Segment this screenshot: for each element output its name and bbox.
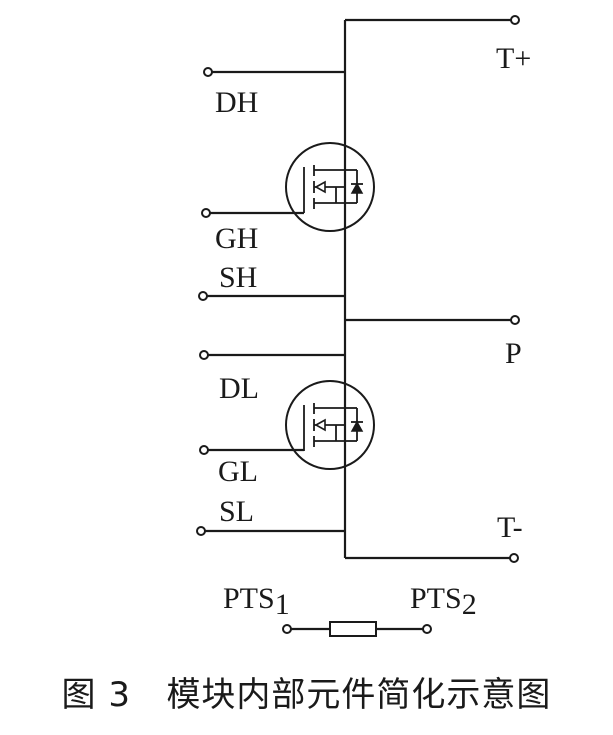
t-minus-label: T- [497,511,523,544]
t-minus-terminal [509,553,519,563]
sh-label: SH [219,261,257,294]
p-terminal [510,315,520,325]
upper-mosfet-ring [285,142,375,232]
figure-title: 模块内部元件简化示意图 [166,675,552,715]
upper-channel-arrow [314,180,326,194]
gh-label: GH [215,222,258,255]
t-plus-terminal [510,15,520,25]
lower-mosfet-ring [285,380,375,470]
sh-terminal [198,291,208,301]
lower-body-diode [350,420,364,432]
p-label: P [505,337,522,370]
upper-mosfet [285,142,375,232]
figure-caption: 图 3 模块内部元件简化示意图 [0,670,613,720]
lower-channel-arrow [314,418,326,432]
dl-terminal [199,350,209,360]
gh-terminal [201,208,211,218]
pts2-label: PTS2 [410,582,477,621]
gl-terminal [199,445,209,455]
t-plus-label: T+ [496,42,531,75]
lower-mosfet [285,380,375,470]
dl-label: DL [219,372,259,405]
pts2-terminal [422,624,432,634]
sl-terminal [196,526,206,536]
figure-number: 图 3 [61,675,131,715]
dh-terminal [203,67,213,77]
dh-label: DH [215,86,258,119]
gl-label: GL [218,455,258,488]
upper-body-diode [350,182,364,194]
pts-resistor [329,621,377,637]
pts1-terminal [282,624,292,634]
sl-label: SL [219,495,254,528]
pts1-label: PTS1 [223,582,290,621]
